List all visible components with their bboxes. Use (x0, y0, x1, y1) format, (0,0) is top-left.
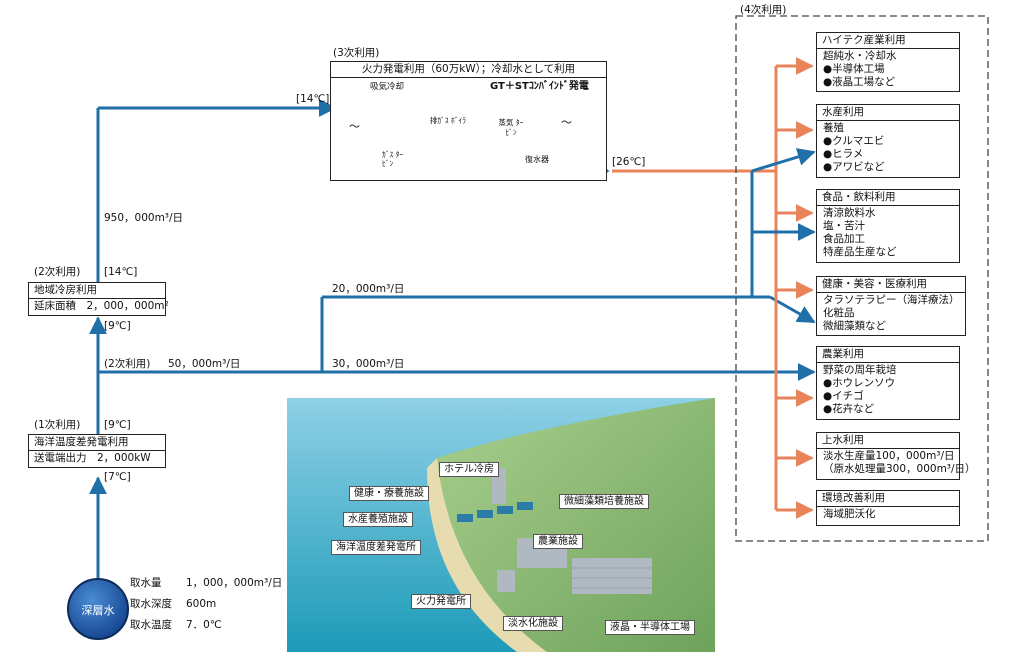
dest-line: 超純水・冷却水 (823, 50, 897, 62)
coast-scene-icon (287, 398, 715, 652)
dest-line: ●花卉など (823, 403, 875, 415)
dest-title: ハイテク産業利用 (817, 33, 959, 49)
fac-lcd: 液晶・半導体工場 (605, 620, 695, 635)
otec-value: 送電端出力 2，000kW (29, 450, 165, 466)
intake-v2: 600m (186, 598, 217, 610)
exhaust-cooling-label: 吸気冷却 (370, 82, 405, 92)
dest-line: タラソテラピー（海洋療法） (823, 294, 960, 306)
district-title: 地域冷房利用 (34, 284, 97, 296)
dest-body: タラソテラピー（海洋療法）化粧品微細藻類など (817, 293, 965, 335)
flow-950k: 950，000m³/日 (104, 212, 184, 224)
temp-9-b: [9℃] (104, 419, 131, 431)
condenser-label: 復水器 (525, 155, 549, 164)
dest-body: 淡水生産量100，000m³/日（原水処理量300，000m³/日） (817, 449, 976, 478)
temp-14-top: [14℃] (296, 93, 330, 105)
fac-hotel: ホテル冷房 (439, 462, 499, 477)
intake-v3: 7．0℃ (186, 619, 222, 631)
deep-water-icon: 深層水 (67, 578, 129, 640)
dest-title: 食品・飲料利用 (817, 190, 959, 206)
flow-30k: 30，000m³/日 (332, 358, 405, 370)
generator-2-icon: 〜 (561, 116, 572, 129)
dest-line: ●ホウレンソウ (823, 377, 896, 389)
dest-line: 食品加工 (823, 233, 865, 245)
intake-v1: 1，000，000m³/日 (186, 577, 283, 589)
dest-line: 清涼飲料水 (823, 207, 876, 219)
flow-20k: 20，000m³/日 (332, 283, 405, 295)
dest-title: 農業利用 (817, 347, 959, 363)
fac-health: 健康・療養施設 (349, 486, 429, 501)
dest-line: ●ヒラメ (823, 148, 864, 160)
dest-body: 海域肥沃化 (817, 507, 959, 523)
fac-thermal: 火力発電所 (411, 594, 471, 609)
district-value: 延床面積 2，000，000m² (29, 298, 169, 314)
fac-algae: 微細藻類培養施設 (559, 494, 649, 509)
deep-water-label: 深層水 (81, 604, 115, 617)
steam-turbine-label: 蒸気 ﾀｰﾋﾞﾝ (498, 118, 524, 137)
district-cooling-box: 地域冷房利用 延床面積 2，000，000m² (28, 282, 169, 316)
dest-title: 水産利用 (817, 105, 959, 121)
orange-distribution (612, 57, 814, 519)
dest-line: ●液晶工場など (823, 76, 896, 88)
temp-9-a: [9℃] (104, 320, 131, 332)
dest-line: ●クルマエビ (823, 135, 885, 147)
dest-body: 養殖●クルマエビ●ヒラメ●アワビなど (817, 121, 959, 176)
dest-line: 野菜の周年栽培 (823, 364, 897, 376)
dest-line: 化粧品 (823, 307, 855, 319)
stage1-label: (1次利用) (34, 419, 81, 431)
flow-50k: 50，000m³/日 (168, 358, 241, 370)
gas-turbine-label: ｶﾞｽ ﾀｰﾋﾞﾝ (382, 150, 404, 168)
intake-k2: 取水深度 (130, 598, 172, 610)
dest-line: （原水処理量300，000m³/日） (823, 463, 976, 475)
dest-box: 食品・飲料利用清涼飲料水塩・苦汁食品加工特産品生産など (816, 189, 960, 263)
dest-line: ●アワビなど (823, 161, 885, 173)
stage4-label: (4次利用) (740, 4, 787, 16)
dest-box: ハイテク産業利用超純水・冷却水●半導体工場●液晶工場など (816, 32, 960, 92)
intake-k1: 取水量 (130, 577, 162, 589)
temp-26: [26℃] (612, 156, 646, 168)
dest-line: 特産品生産など (823, 246, 897, 258)
dest-title: 上水利用 (817, 433, 959, 449)
power-plant-box: 火力発電利用（60万kW）；冷却水として利用 (330, 61, 607, 181)
dest-box: 環境改善利用海域肥沃化 (816, 490, 960, 526)
dest-line: ●半導体工場 (823, 63, 885, 75)
stage2-label-a: (2次利用) (34, 266, 81, 278)
dest-title: 環境改善利用 (817, 491, 959, 507)
dest-line: 海域肥沃化 (823, 508, 876, 520)
blue-distribution (750, 148, 816, 297)
generator-1-icon: 〜 (349, 120, 360, 133)
stage4-frame (735, 15, 989, 542)
dest-box: 健康・美容・医療利用タラソテラピー（海洋療法）化粧品微細藻類など (816, 276, 966, 336)
temp-14-mid: [14℃] (104, 266, 138, 278)
intake-k3: 取水温度 (130, 619, 172, 631)
fac-otec: 海洋温度差発電所 (331, 540, 421, 555)
dest-body: 野菜の周年栽培●ホウレンソウ●イチゴ●花卉など (817, 363, 959, 418)
facility-illustration: ホテル冷房 健康・療養施設 微細藻類培養施設 水産養殖施設 農業施設 海洋温度差… (287, 398, 715, 652)
temp-7: [7℃] (104, 471, 131, 483)
otec-title: 海洋温度差発電利用 (34, 436, 129, 448)
power-box-title: 火力発電利用（60万kW）；冷却水として利用 (331, 62, 606, 78)
otec-box: 海洋温度差発電利用 送電端出力 2，000kW (28, 434, 166, 468)
dest-body: 超純水・冷却水●半導体工場●液晶工場など (817, 49, 959, 91)
dest-box: 農業利用野菜の周年栽培●ホウレンソウ●イチゴ●花卉など (816, 346, 960, 420)
fac-agri: 農業施設 (533, 534, 583, 549)
dest-title: 健康・美容・医療利用 (817, 277, 965, 293)
fac-desal: 淡水化施設 (503, 616, 563, 631)
stage2-label-b: (2次利用) (104, 358, 151, 370)
dest-box: 上水利用淡水生産量100，000m³/日（原水処理量300，000m³/日） (816, 432, 976, 480)
exhaust-boiler-label: 排ｶﾞｽ ﾎﾞｲﾗ (429, 116, 467, 125)
dest-line: 養殖 (823, 122, 844, 134)
main-trunk (89, 99, 816, 578)
dest-line: ●イチゴ (823, 390, 864, 402)
dest-line: 微細藻類など (823, 320, 886, 332)
gt-st-label: GT＋STｺﾝﾊﾞｲﾝﾄﾞ発電 (490, 81, 589, 92)
dest-body: 清涼飲料水塩・苦汁食品加工特産品生産など (817, 206, 959, 261)
stage3-label: (3次利用) (333, 47, 380, 59)
dest-line: 淡水生産量100，000m³/日 (823, 450, 955, 462)
dest-line: 塩・苦汁 (823, 220, 865, 232)
dest-box: 水産利用養殖●クルマエビ●ヒラメ●アワビなど (816, 104, 960, 178)
fac-aqua: 水産養殖施設 (343, 512, 413, 527)
